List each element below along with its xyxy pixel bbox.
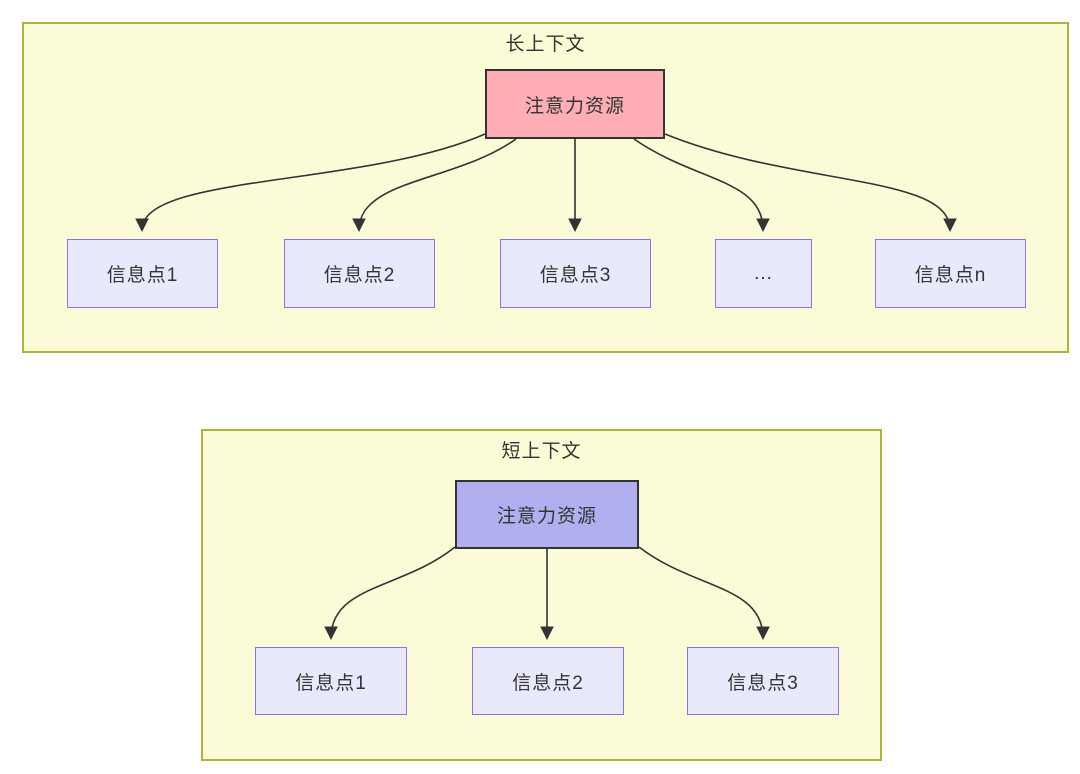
edge-long-attention-to-ellipsis [633,138,770,233]
long-info-label-3: 信息点3 [539,265,612,286]
long-context-group: 长上下文 注意力资源 信息点1 信息点2 信息点3 ... [22,22,1069,353]
long-info-node-3: 信息点3 [500,239,651,308]
edge-short-attention-to-point3 [638,546,770,641]
long-context-title: 长上下文 [505,34,586,55]
short-info-node-3: 信息点3 [687,647,839,715]
edge-short-attention-to-point1 [324,546,456,641]
edge-long-attention-to-point1 [135,133,486,233]
long-attention-node: 注意力资源 [485,69,665,139]
short-info-label-2: 信息点2 [512,672,584,694]
long-info-node-1: 信息点1 [67,239,218,308]
long-info-label-1: 信息点1 [106,265,179,286]
short-context-group: 短上下文 注意力资源 信息点1 信息点2 信息点3 [201,429,882,761]
long-info-label-2: 信息点2 [323,265,396,286]
long-info-label-n: 信息点n [914,265,987,286]
short-attention-node: 注意力资源 [455,480,639,549]
short-context-title: 短上下文 [501,441,582,462]
long-info-node-n: 信息点n [875,239,1026,308]
edge-long-attention-to-point2 [352,138,517,233]
long-info-node-2: 信息点2 [284,239,435,308]
short-info-label-3: 信息点3 [727,672,799,694]
short-info-node-2: 信息点2 [472,647,624,715]
long-info-node-ellipsis: ... [715,239,812,308]
edge-long-attention-to-pointn [664,133,957,233]
short-info-node-1: 信息点1 [255,647,407,715]
short-info-label-1: 信息点1 [295,672,367,694]
short-attention-label: 注意力资源 [496,506,597,527]
long-attention-label: 注意力资源 [524,95,625,117]
long-info-label-ellipsis: ... [754,262,773,284]
